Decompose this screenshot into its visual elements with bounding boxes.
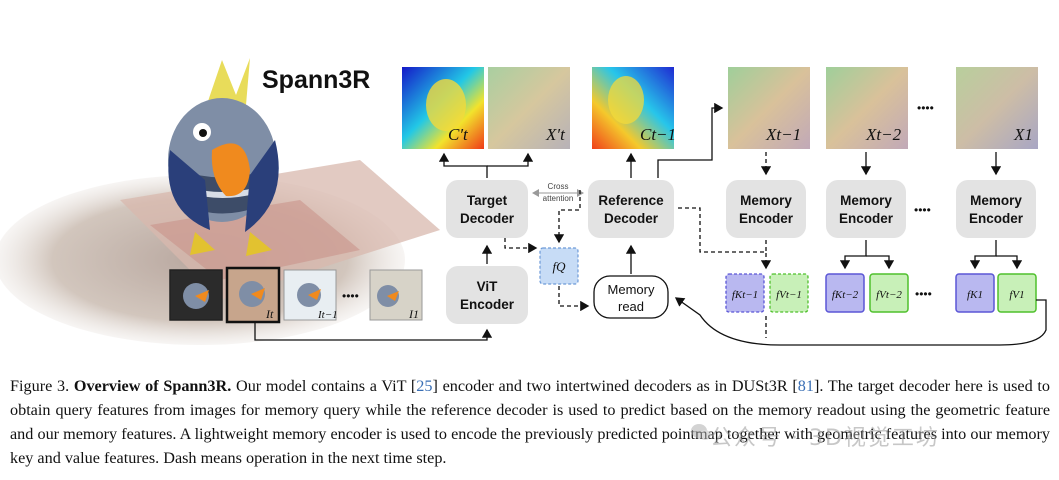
frame-label-it: It	[265, 307, 274, 321]
watermark-text: 公众号 · 3D视觉工坊	[710, 426, 940, 451]
frame-label-i1: I1	[408, 307, 419, 321]
svg-text:X′t: X′t	[545, 125, 566, 144]
citation-link[interactable]: 25	[416, 377, 433, 395]
svg-text:read: read	[618, 299, 644, 314]
input-frames: It It−1 •••• I1	[169, 266, 423, 324]
caption-text: ] encoder and two intertwined decoders a…	[432, 377, 798, 395]
pointmap-x-t-prime: X′t	[488, 67, 570, 149]
svg-text:Decoder: Decoder	[604, 211, 659, 226]
svg-text:Cross: Cross	[548, 182, 569, 191]
feature-ellipsis: ••••	[915, 287, 932, 301]
memory-key-feature: fKt−2	[825, 273, 865, 313]
svg-text:Memory: Memory	[608, 282, 655, 297]
map-ellipsis: ••••	[917, 101, 934, 115]
query-feature-fq: fQ	[539, 247, 579, 285]
frame-label-it-minus-1: It−1	[317, 309, 338, 321]
svg-text:Memory: Memory	[970, 193, 1022, 208]
cross-attention-link: Cross attention	[532, 182, 584, 203]
confidence-map-c-t-minus-1: Ct−1	[592, 67, 676, 149]
figure-caption: Figure 3. Overview of Spann3R. Our model…	[10, 374, 1050, 470]
svg-text:Target: Target	[467, 193, 508, 208]
caption-text: ]. The target decoder here is used to ob…	[10, 377, 1051, 467]
svg-text:Decoder: Decoder	[460, 211, 515, 226]
pointmap-x-t-minus-1: Xt−1	[728, 67, 810, 149]
target-decoder-block: Target Decoder	[446, 180, 528, 238]
memory-encoder-block: Memory Encoder	[726, 180, 806, 238]
memory-encoder-block: Memory Encoder	[826, 180, 906, 238]
memory-value-feature: fVt−1	[769, 273, 809, 313]
point-cloud-reconstruction	[0, 58, 440, 345]
spann3r-overview-diagram: Spann3R It It−1 •••• I1 Target Decoder V…	[0, 58, 1047, 346]
svg-text:fKt−2: fKt−2	[832, 289, 859, 301]
svg-text:Encoder: Encoder	[739, 211, 794, 226]
svg-text:Xt−1: Xt−1	[765, 125, 801, 144]
svg-text:Encoder: Encoder	[969, 211, 1024, 226]
pointmap-x-t-minus-2: Xt−2	[826, 67, 908, 149]
svg-text:fKt−1: fKt−1	[732, 289, 758, 301]
reference-decoder-block: Reference Decoder	[588, 180, 674, 238]
svg-text:Ct−1: Ct−1	[640, 125, 676, 144]
caption-text: Our model contains a ViT [	[236, 377, 417, 395]
memory-encoder-block: Memory Encoder	[956, 180, 1036, 238]
memory-key-feature: fK1	[955, 273, 995, 313]
frames-ellipsis: ••••	[342, 289, 359, 303]
memory-read-block: Memory read	[593, 275, 669, 319]
bird-toy	[168, 58, 279, 256]
svg-text:Reference: Reference	[598, 193, 664, 208]
flow-arrows	[254, 102, 1047, 346]
dashed-arrows	[504, 152, 772, 338]
confidence-map-c-t-prime: C′t	[402, 67, 484, 149]
encoder-ellipsis: ••••	[914, 203, 931, 217]
diagram-title: Spann3R	[262, 66, 370, 94]
memory-value-feature: fV1	[997, 273, 1037, 313]
pointmap-x-1: X1	[956, 67, 1038, 149]
svg-text:attention: attention	[543, 194, 574, 203]
citation-link[interactable]: 81	[797, 377, 814, 395]
wechat-watermark-icon	[691, 424, 711, 440]
svg-text:C′t: C′t	[448, 125, 469, 144]
svg-text:Memory: Memory	[740, 193, 792, 208]
svg-text:X1: X1	[1013, 125, 1033, 144]
memory-key-feature: fKt−1	[725, 273, 765, 313]
svg-text:fQ: fQ	[553, 259, 567, 274]
svg-text:Xt−2: Xt−2	[865, 125, 902, 144]
caption-lead: Overview of Spann3R.	[73, 377, 232, 395]
svg-text:Encoder: Encoder	[839, 211, 894, 226]
vit-encoder-block: ViT Encoder	[446, 266, 528, 324]
svg-text:fK1: fK1	[967, 289, 983, 301]
svg-text:fVt−2: fVt−2	[876, 289, 902, 301]
svg-text:Encoder: Encoder	[460, 297, 515, 312]
svg-text:fVt−1: fVt−1	[776, 289, 802, 301]
svg-text:ViT: ViT	[477, 279, 499, 294]
caption-prefix: Figure 3.	[10, 377, 70, 395]
svg-text:Memory: Memory	[840, 193, 892, 208]
svg-text:fV1: fV1	[1009, 289, 1024, 301]
memory-value-feature: fVt−2	[869, 273, 909, 313]
